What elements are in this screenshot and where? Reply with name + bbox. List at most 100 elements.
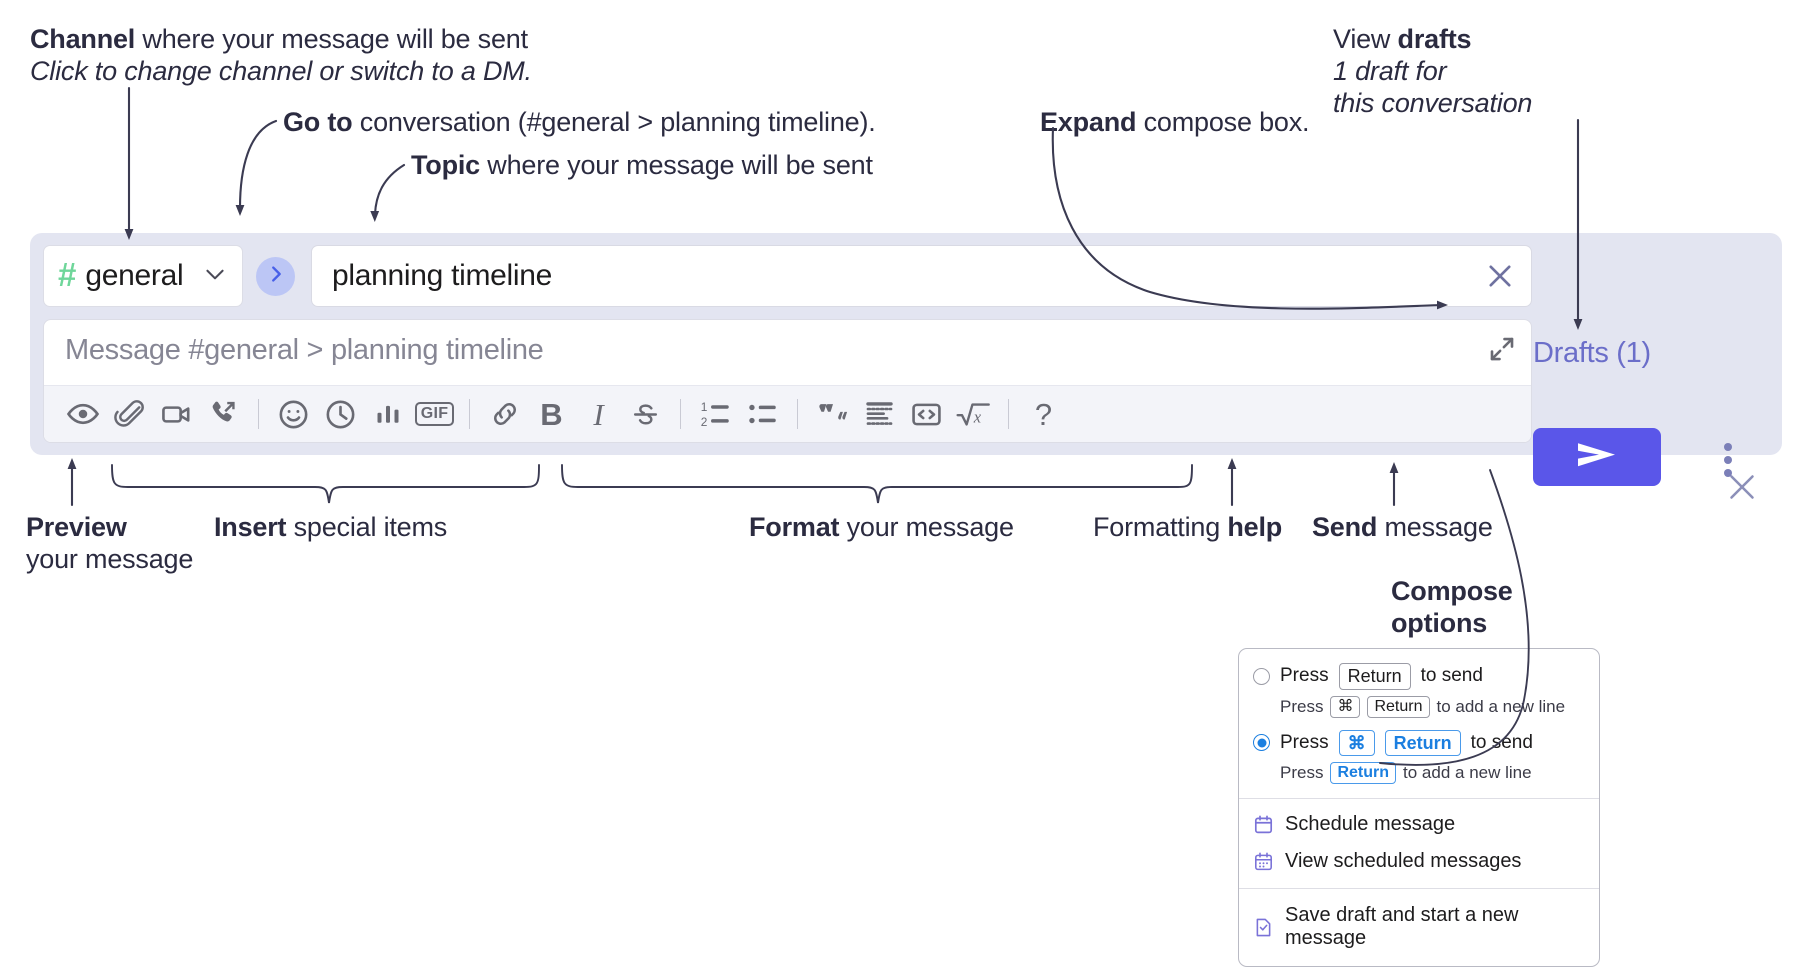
italic-button[interactable]: I: [575, 391, 622, 438]
annotation-channel-bold: Channel: [30, 24, 136, 54]
emoji-smiley-button[interactable]: [270, 391, 317, 438]
svg-text:1: 1: [700, 400, 707, 414]
schedule-group: Schedule message View scheduled messages: [1239, 799, 1599, 888]
topic-value: planning timeline: [332, 259, 553, 292]
document-check-icon: [1253, 917, 1274, 938]
send-button[interactable]: [1533, 428, 1661, 486]
drafts-link[interactable]: Drafts (1): [1533, 337, 1651, 369]
annotation-topic-rest: where your message will be sent: [480, 150, 873, 180]
radio-post-label: to send: [1470, 731, 1533, 753]
annotation-insert-rest: special items: [286, 512, 448, 542]
preview-button[interactable]: [59, 391, 106, 438]
italic-icon: I: [593, 396, 604, 432]
annotated-screenshot: Channel where your message will be sent …: [0, 0, 1814, 944]
radio-icon-selected[interactable]: [1253, 734, 1270, 752]
format-toolbar: GIF B I: [44, 385, 1531, 442]
annotation-compose-line1: Compose: [1391, 576, 1513, 606]
key-return: Return: [1338, 663, 1411, 690]
radio-pre-label: Press: [1280, 731, 1329, 753]
goto-conversation-button[interactable]: [256, 257, 295, 296]
menu-item-label: View scheduled messages: [1285, 850, 1522, 872]
toolbar-divider: [469, 399, 470, 429]
radio-row-return-to-send[interactable]: Press Return to send: [1239, 661, 1599, 692]
attach-file-button[interactable]: [106, 391, 153, 438]
calendar-clock-icon: [1253, 814, 1274, 835]
compose-panel: # general planning timeline: [30, 233, 1782, 499]
kebab-dot: [1724, 456, 1732, 464]
kebab-dot: [1724, 443, 1732, 451]
annotation-topic: Topic where your message will be sent: [411, 150, 873, 182]
annotation-preview-bold: Preview: [26, 512, 127, 542]
hint-post: to add a new line: [1403, 763, 1532, 782]
annotation-topic-bold: Topic: [411, 150, 480, 180]
compose-options-button[interactable]: [1714, 443, 1742, 477]
channel-picker[interactable]: # general: [43, 245, 243, 307]
menu-item-save-draft[interactable]: Save draft and start a new message: [1239, 897, 1599, 957]
annotation-channel: Channel where your message will be sent …: [30, 24, 532, 88]
topic-input[interactable]: planning timeline: [311, 245, 1532, 307]
annotation-send-rest: message: [1377, 512, 1493, 542]
compose-header-row: # general planning timeline: [43, 245, 1532, 307]
key-command: ⌘: [1330, 695, 1361, 718]
expand-icon[interactable]: [1487, 334, 1517, 364]
menu-item-label: Schedule message: [1285, 813, 1456, 835]
menu-divider: [1239, 798, 1599, 799]
send-paper-plane-icon: [1574, 440, 1620, 475]
chevron-down-icon: [202, 261, 228, 292]
strikethrough-button[interactable]: [622, 391, 669, 438]
annotation-goto-bold: Go to: [283, 107, 353, 137]
draft-group: Save draft and start a new message: [1239, 889, 1599, 966]
hint-pre: Press: [1280, 696, 1324, 716]
annotation-channel-sub: Click to change channel or switch to a D…: [30, 55, 532, 86]
annotation-format: Format your message: [749, 512, 1014, 544]
radio-row-cmd-return-to-send[interactable]: Press ⌘ Return to send: [1239, 728, 1599, 759]
key-command: ⌘: [1338, 729, 1375, 756]
annotation-channel-rest: where your message will be sent: [135, 24, 528, 54]
bold-button[interactable]: B: [528, 391, 575, 438]
question-mark-icon: ?: [1034, 396, 1053, 432]
hash-icon: #: [58, 255, 77, 293]
code-block-button[interactable]: [856, 391, 903, 438]
gif-button[interactable]: GIF: [411, 391, 458, 438]
bar-chart-poll-button[interactable]: [364, 391, 411, 438]
menu-item-schedule-message[interactable]: Schedule message: [1239, 806, 1599, 843]
square-root-x-button[interactable]: x: [950, 391, 997, 438]
annotation-insert-bold: Insert: [214, 512, 287, 542]
close-icon[interactable]: [1483, 259, 1517, 293]
radio-icon[interactable]: [1253, 667, 1270, 685]
annotation-goto: Go to conversation (#general > planning …: [283, 107, 876, 139]
clock-button[interactable]: [317, 391, 364, 438]
message-input-placeholder[interactable]: Message #general > planning timeline: [65, 334, 544, 366]
calendar-grid-icon: [1253, 851, 1274, 872]
annotation-formatting-help: Formatting help: [1093, 512, 1282, 544]
hint-row-cmd-return: Press Return to add a new line: [1239, 758, 1599, 788]
kebab-dot: [1724, 469, 1732, 477]
annotation-drafts-sub2: this conversation: [1333, 87, 1533, 118]
annotation-drafts-bold: drafts: [1397, 24, 1472, 54]
formatting-help-button[interactable]: ?: [1020, 391, 1067, 438]
annotation-drafts-pre: View: [1333, 24, 1398, 54]
annotation-preview: Preview your message: [26, 512, 193, 576]
compose-inner: # general planning timeline: [43, 245, 1532, 443]
annotation-insert: Insert special items: [214, 512, 447, 544]
gif-label: GIF: [414, 402, 455, 426]
annotation-format-bold: Format: [749, 512, 840, 542]
toolbar-divider: [1008, 399, 1009, 429]
toolbar-divider: [680, 399, 681, 429]
ordered-list-button[interactable]: 1 2: [692, 391, 739, 438]
annotation-goto-rest: conversation (#general > planning timeli…: [352, 107, 876, 137]
link-button[interactable]: [481, 391, 528, 438]
bulleted-list-button[interactable]: [739, 391, 786, 438]
video-camera-button[interactable]: [153, 391, 200, 438]
message-editor[interactable]: Message #general > planning timeline: [43, 319, 1532, 443]
key-return: Return: [1367, 695, 1430, 718]
panel-close-button[interactable]: [1724, 469, 1760, 510]
send-shortcut-options: Press Return to send Press ⌘ Return to a…: [1239, 649, 1599, 798]
radio-post-label: to send: [1420, 665, 1483, 687]
radio-pre-label: Press: [1280, 665, 1329, 687]
hint-row-return: Press ⌘ Return to add a new line: [1239, 692, 1599, 722]
blockquote-button[interactable]: [809, 391, 856, 438]
code-brackets-button[interactable]: [903, 391, 950, 438]
menu-item-view-scheduled-messages[interactable]: View scheduled messages: [1239, 843, 1599, 880]
phone-forward-button[interactable]: [200, 391, 247, 438]
